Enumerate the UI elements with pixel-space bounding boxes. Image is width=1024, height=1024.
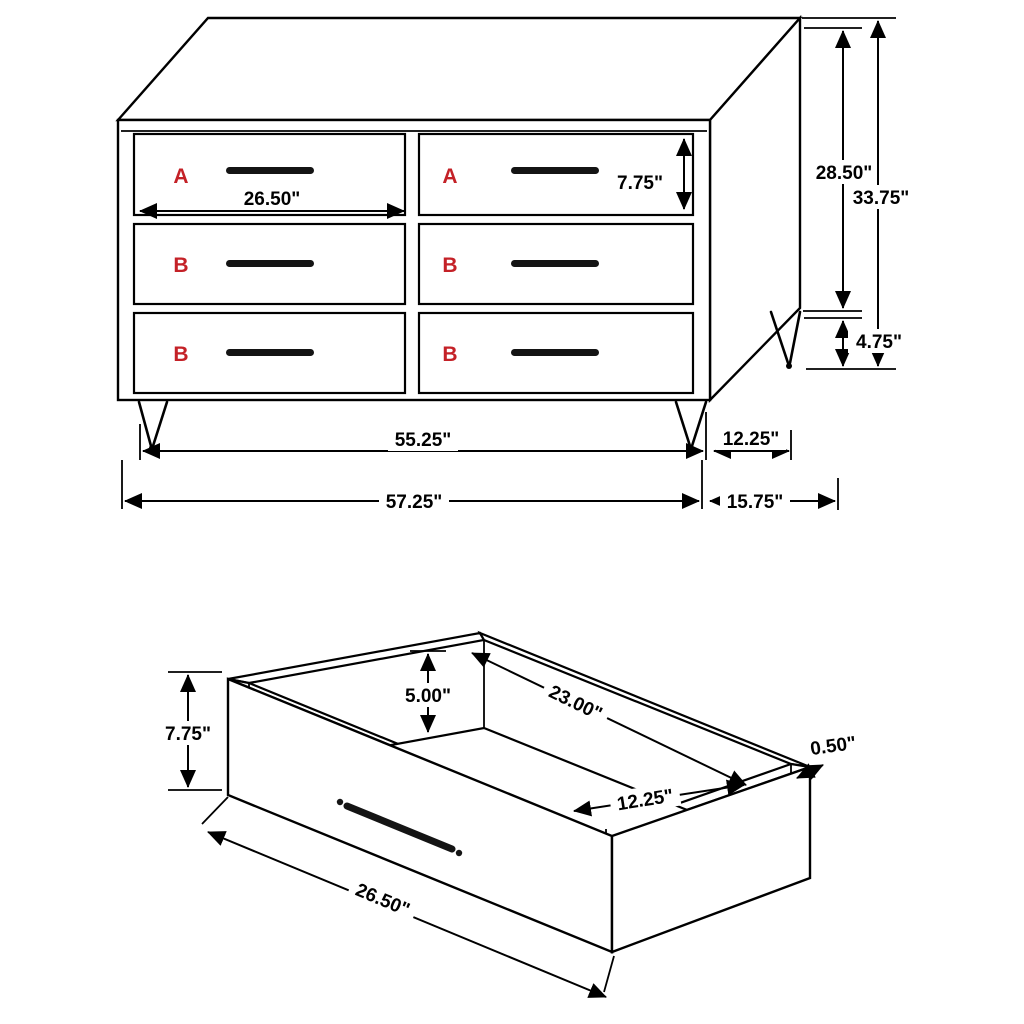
drawer-left-wall-top: [227, 631, 486, 685]
dim-base-depth-label: 12.25": [723, 429, 780, 450]
dim-base-width-label: 55.25": [395, 430, 452, 451]
drawer-label: B: [442, 254, 457, 277]
drawer-handle: [226, 349, 314, 356]
leg-foot: [786, 363, 792, 369]
drawer-handle: [511, 167, 599, 174]
label-bg: [379, 489, 449, 513]
label-bg: [611, 170, 669, 194]
front-left-leg: [137, 400, 169, 451]
dim-case-height-label: 28.50": [816, 163, 873, 184]
label-bg: [399, 683, 457, 707]
dim-inner-depth: 5.00": [399, 683, 457, 707]
dim-drawer-height-label: 7.75": [617, 173, 663, 194]
handle-screw: [455, 849, 463, 857]
dim-overall-width: 57.25": [379, 489, 449, 513]
leg-wire: [690, 400, 708, 448]
ext-line: [201, 796, 229, 825]
dim-leg-height: 4.75": [848, 329, 910, 353]
label-bg: [346, 874, 420, 924]
drawer-label: A: [173, 165, 188, 188]
dim-case-height: 28.50": [811, 160, 877, 184]
dim-line-inner-length: [471, 652, 747, 786]
drawer-detail-figure: 7.75" 5.00" 23.00" 12.25" 0.50": [159, 630, 864, 998]
dim-base-depth: 12.25": [716, 426, 786, 450]
leg-wire: [151, 400, 169, 448]
cabinet-top-face: [115, 16, 803, 122]
dim-front-width: 26.50": [346, 874, 420, 924]
label-bg: [811, 160, 877, 184]
dim-inner-length-label: 23.00": [545, 682, 605, 726]
drawer-handle: [511, 349, 599, 356]
label-bg: [720, 489, 790, 513]
drawer-label: B: [173, 343, 188, 366]
label-bg: [608, 781, 682, 817]
back-right-leg: [769, 310, 802, 369]
label-bg: [159, 721, 217, 745]
label-bg: [237, 186, 307, 210]
dim-overall-depth-label: 15.75": [727, 492, 784, 513]
dim-inner-depth-label: 5.00": [405, 686, 451, 707]
leg-wire: [769, 310, 790, 365]
drawer-label: A: [442, 165, 457, 188]
label-bg: [388, 427, 458, 451]
dim-base-width: 55.25": [388, 427, 458, 451]
dim-side-thickness: 0.50": [802, 729, 864, 761]
drawer-handle: [511, 260, 599, 267]
dim-front-height: 7.75": [159, 721, 217, 745]
label-bg: [716, 426, 786, 450]
dim-overall-width-label: 57.25": [386, 492, 443, 513]
front-right-leg: [674, 400, 708, 451]
dim-drawer-height: 7.75": [611, 170, 669, 194]
leg-wire: [788, 310, 802, 365]
dim-overall-depth: 15.75": [720, 489, 790, 513]
dresser-figure: A A B B B B 26.50": [115, 14, 916, 513]
dim-drawer-width: 26.50": [237, 186, 307, 210]
dim-drawer-width-label: 26.50": [244, 189, 301, 210]
handle-screw: [336, 798, 344, 806]
drawer-handle: [226, 260, 314, 267]
dim-front-height-label: 7.75": [165, 724, 211, 745]
label-bg: [846, 185, 916, 209]
drawer-front-panel: [226, 677, 614, 954]
drawer-label: B: [442, 343, 457, 366]
dim-overall-height: 33.75": [846, 185, 916, 209]
label-bg: [848, 329, 910, 353]
label-bg: [802, 729, 864, 761]
drawer-label: B: [173, 254, 188, 277]
leg-wire: [137, 400, 153, 448]
dim-line-side-thickness: [796, 763, 824, 780]
dim-overall-height-label: 33.75": [853, 188, 910, 209]
dim-leg-height-label: 4.75": [856, 332, 902, 353]
label-bg: [539, 675, 613, 729]
leg-wire: [674, 400, 692, 448]
ext-line: [603, 955, 615, 993]
drawer-handle: [226, 167, 314, 174]
